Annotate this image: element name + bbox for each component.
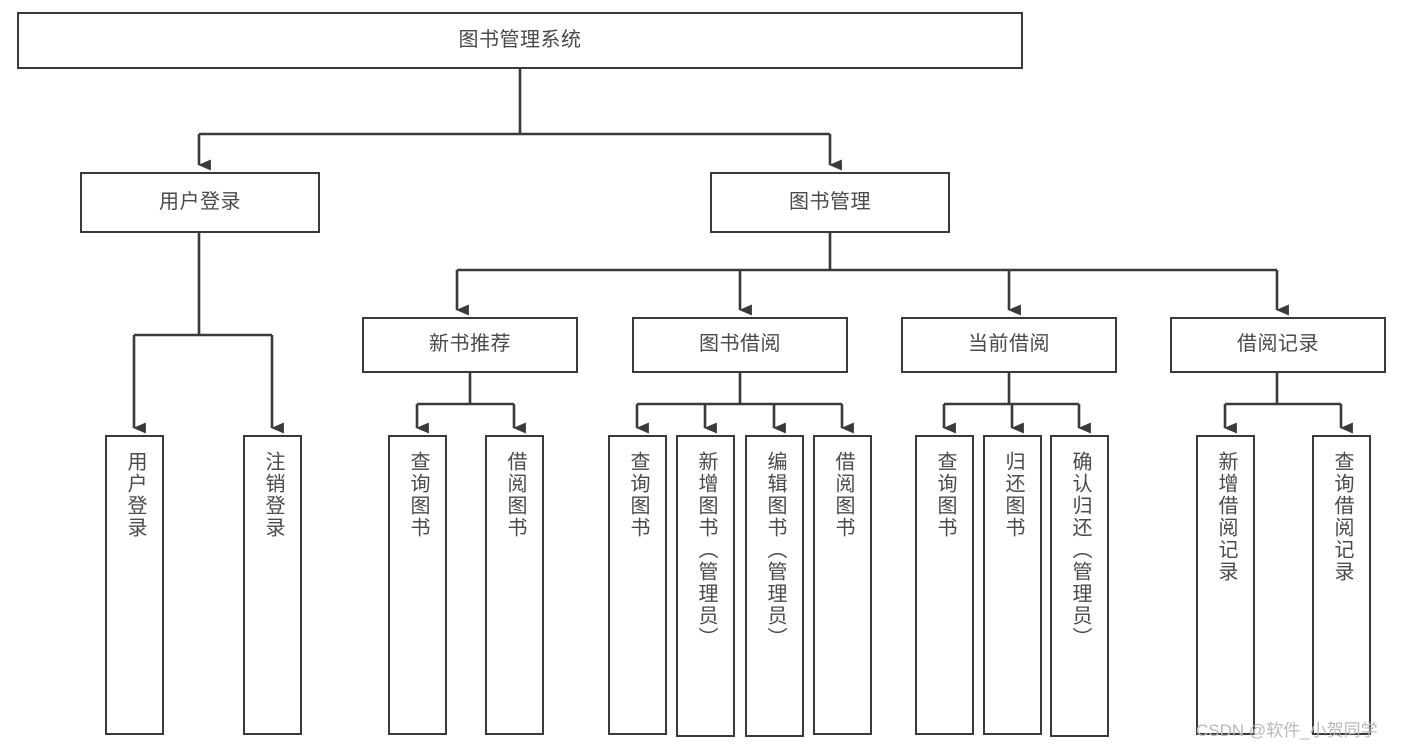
- leaf-edit-book-admin-label: 编辑图书（管理员）: [764, 451, 786, 649]
- node-new-book-recommend-label: 新书推荐: [429, 333, 511, 356]
- leaf-logout[interactable]: 注销登录: [243, 435, 302, 735]
- leaf-user-login-label: 用户登录: [124, 451, 146, 539]
- leaf-query-book-2[interactable]: 查询图书: [608, 435, 667, 735]
- node-user-login[interactable]: 用户登录: [80, 172, 320, 233]
- leaf-edit-book-admin[interactable]: 编辑图书（管理员）: [745, 435, 804, 737]
- node-book-borrow[interactable]: 图书借阅: [632, 317, 848, 373]
- leaf-query-borrow-record-label: 查询借阅记录: [1331, 451, 1353, 583]
- node-root[interactable]: 图书管理系统: [17, 12, 1023, 69]
- node-current-borrow-label: 当前借阅: [968, 333, 1050, 356]
- leaf-user-login[interactable]: 用户登录: [105, 435, 164, 735]
- leaf-add-borrow-record-label: 新增借阅记录: [1215, 451, 1237, 583]
- leaf-query-book-1[interactable]: 查询图书: [388, 435, 447, 735]
- leaf-return-book-label: 归还图书: [1002, 451, 1024, 539]
- node-root-label: 图书管理系统: [458, 28, 582, 51]
- leaf-borrow-book-2-label: 借阅图书: [832, 451, 854, 539]
- node-new-book-recommend[interactable]: 新书推荐: [362, 317, 578, 373]
- leaf-add-book-admin-label: 新增图书（管理员）: [695, 451, 717, 649]
- node-borrow-record[interactable]: 借阅记录: [1170, 317, 1386, 373]
- leaf-query-borrow-record[interactable]: 查询借阅记录: [1312, 435, 1371, 735]
- leaf-query-book-1-label: 查询图书: [407, 451, 429, 539]
- leaf-return-book[interactable]: 归还图书: [983, 435, 1042, 735]
- leaf-borrow-book-1-label: 借阅图书: [504, 451, 526, 539]
- leaf-query-book-3-label: 查询图书: [934, 451, 956, 539]
- leaf-borrow-book-2[interactable]: 借阅图书: [813, 435, 872, 735]
- watermark-credit: CSDN @软件_小贺同学: [1196, 721, 1378, 740]
- node-book-management[interactable]: 图书管理: [710, 172, 950, 233]
- leaf-query-book-3[interactable]: 查询图书: [915, 435, 974, 735]
- node-current-borrow[interactable]: 当前借阅: [901, 317, 1117, 373]
- node-book-management-label: 图书管理: [789, 190, 871, 213]
- node-book-borrow-label: 图书借阅: [699, 333, 781, 356]
- leaf-add-book-admin[interactable]: 新增图书（管理员）: [676, 435, 735, 737]
- leaf-add-borrow-record[interactable]: 新增借阅记录: [1196, 435, 1255, 735]
- leaf-borrow-book-1[interactable]: 借阅图书: [485, 435, 544, 735]
- leaf-logout-label: 注销登录: [262, 451, 284, 539]
- leaf-confirm-return-admin-label: 确认归还（管理员）: [1069, 451, 1091, 649]
- node-borrow-record-label: 借阅记录: [1237, 333, 1319, 356]
- leaf-query-book-2-label: 查询图书: [627, 451, 649, 539]
- leaf-confirm-return-admin[interactable]: 确认归还（管理员）: [1050, 435, 1109, 737]
- node-user-login-label: 用户登录: [159, 190, 241, 213]
